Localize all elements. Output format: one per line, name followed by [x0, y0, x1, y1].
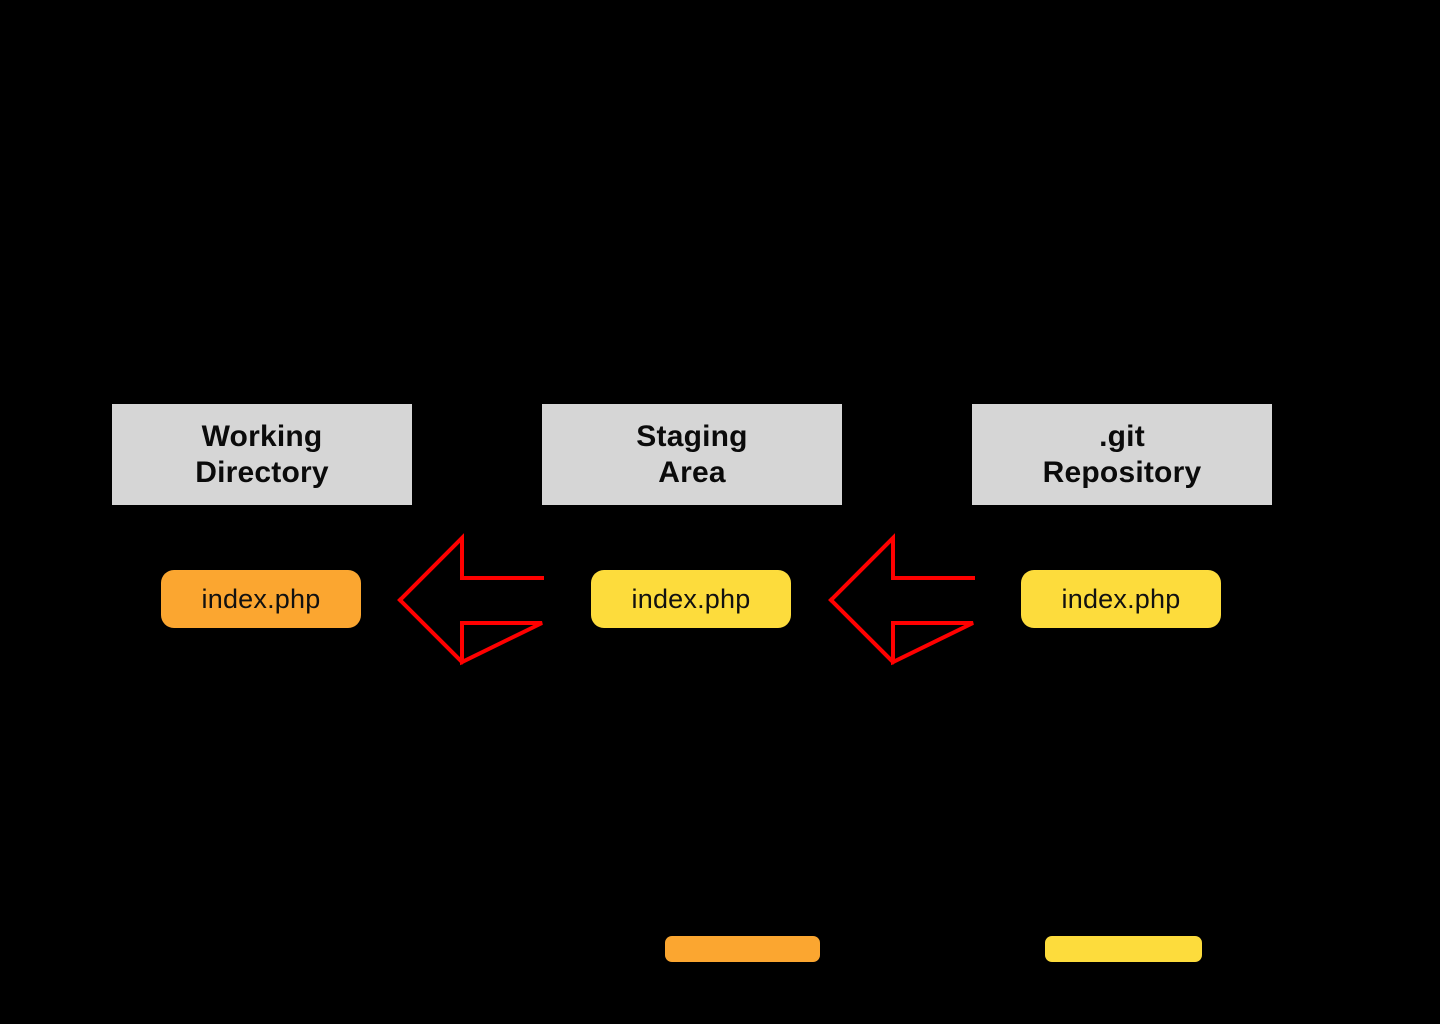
file-pill-git-repository[interactable]: index.php [1021, 570, 1221, 628]
file-pill-label: index.php [201, 583, 321, 614]
file-pill-staging-area[interactable]: index.php [591, 570, 791, 628]
arrow-repository-to-staging [828, 533, 975, 666]
file-pill-label: index.php [631, 583, 751, 614]
area-box-working-directory: Working Directory [112, 404, 412, 505]
area-box-title-line-1: .git [1099, 420, 1145, 454]
area-box-git-repository: .git Repository [972, 404, 1272, 505]
area-box-title-line-1: Staging [636, 420, 748, 454]
arrow-staging-to-working [397, 533, 544, 666]
legend-swatch-orange [665, 936, 820, 962]
arrow-lower-head-edge [397, 597, 465, 665]
file-pill-label: index.php [1061, 583, 1181, 614]
area-box-title-line-2: Area [658, 455, 726, 489]
file-pill-working-directory[interactable]: index.php [161, 570, 361, 628]
area-box-title-line-1: Working [201, 420, 323, 454]
arrow-outline-path [828, 533, 975, 666]
area-box-staging-area: Staging Area [542, 404, 842, 505]
area-box-title-line-2: Directory [195, 455, 329, 489]
arrow-lower-head-edge [828, 597, 896, 665]
arrow-outline-path [397, 533, 544, 666]
legend-swatch-yellow [1045, 936, 1202, 962]
area-box-title-line-2: Repository [1042, 455, 1202, 489]
